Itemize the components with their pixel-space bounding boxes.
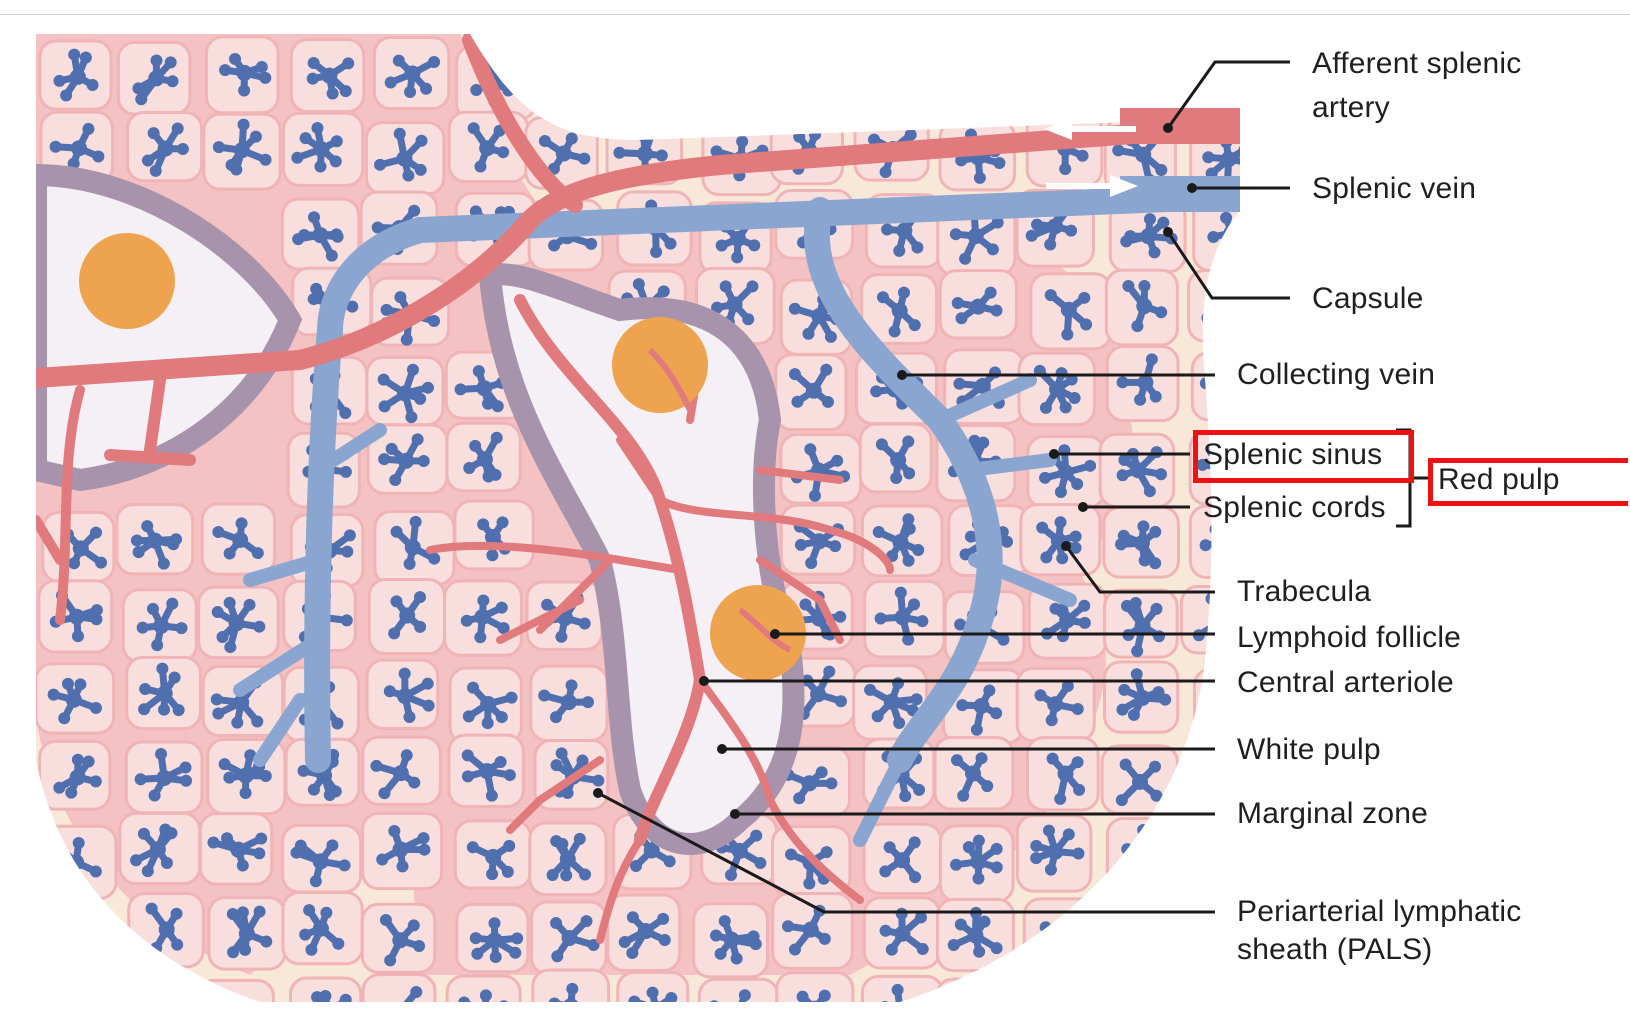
label-central-arteriole: Central arteriole	[1237, 663, 1454, 702]
cord-cell	[1109, 34, 1183, 105]
cord-cell	[854, 45, 925, 112]
cord-cell	[46, 971, 123, 1009]
cord-cell	[777, 973, 853, 1009]
cord-cell	[363, 975, 435, 1009]
label-capsule: Capsule	[1312, 279, 1423, 318]
sinus-blob	[62, 984, 114, 1009]
cord-cell	[772, 39, 843, 110]
sinus-blob	[137, 992, 179, 1009]
cord-cell	[941, 35, 1020, 108]
sinus-blob	[1114, 916, 1176, 966]
sinus-blob	[953, 44, 1007, 102]
cord-cell	[1105, 975, 1183, 1009]
label-white-pulp: White pulp	[1237, 730, 1381, 769]
sinus-blob	[780, 47, 840, 104]
sinus-blob	[1031, 984, 1081, 1009]
label-afferent-artery-line2: artery	[1312, 88, 1390, 127]
label-pals-line2: sheath (PALS)	[1237, 930, 1432, 969]
label-pals-line1: Periarterial lymphatic	[1237, 892, 1522, 931]
cord-cell	[122, 980, 200, 1009]
sinus-blob	[710, 41, 757, 98]
label-splenic-vein: Splenic vein	[1312, 169, 1476, 208]
sinus-blob	[1201, 279, 1248, 337]
label-marginal-zone: Marginal zone	[1237, 794, 1428, 833]
sinus-blob	[948, 995, 1002, 1009]
cord-cell	[35, 897, 106, 969]
cord-cell	[197, 980, 273, 1009]
cord-cell	[1189, 823, 1265, 894]
sinus-blob	[1034, 56, 1095, 111]
cord-cell	[699, 979, 778, 1009]
cord-cell	[1024, 899, 1101, 972]
sinus-blob	[54, 908, 90, 960]
splenic-vein-stub	[1120, 176, 1240, 212]
cord-cell	[1184, 42, 1256, 115]
sinus-blob	[866, 62, 915, 104]
sinus-blob	[1126, 45, 1167, 94]
cord-cell	[525, 38, 601, 108]
cord-cell	[1107, 818, 1186, 891]
label-trabecula: Trabecula	[1237, 572, 1371, 611]
cord-cell	[1107, 904, 1180, 976]
label-red-pulp: Red pulp	[1438, 460, 1560, 499]
label-collecting-vein: Collecting vein	[1237, 355, 1435, 394]
sinus-blob	[540, 51, 587, 98]
cord-cell	[696, 34, 769, 105]
sinus-blob	[1205, 987, 1259, 1009]
label-afferent-artery-line1: Afferent splenic	[1312, 44, 1521, 83]
lymphoid-follicle-left	[79, 233, 175, 329]
label-splenic-sinus: Splenic sinus	[1203, 435, 1382, 474]
sinus-blob	[1121, 985, 1164, 1009]
cord-cell	[611, 33, 683, 106]
cord-cell	[1018, 973, 1088, 1009]
cord-cell	[937, 979, 1009, 1009]
sinus-blob	[1202, 835, 1255, 882]
label-splenic-cords: Splenic cords	[1203, 488, 1386, 527]
cord-cell	[1193, 979, 1268, 1009]
label-lymphoid-follicle: Lymphoid follicle	[1237, 618, 1461, 657]
sinus-blob	[627, 39, 675, 99]
cord-cell	[1025, 47, 1101, 121]
